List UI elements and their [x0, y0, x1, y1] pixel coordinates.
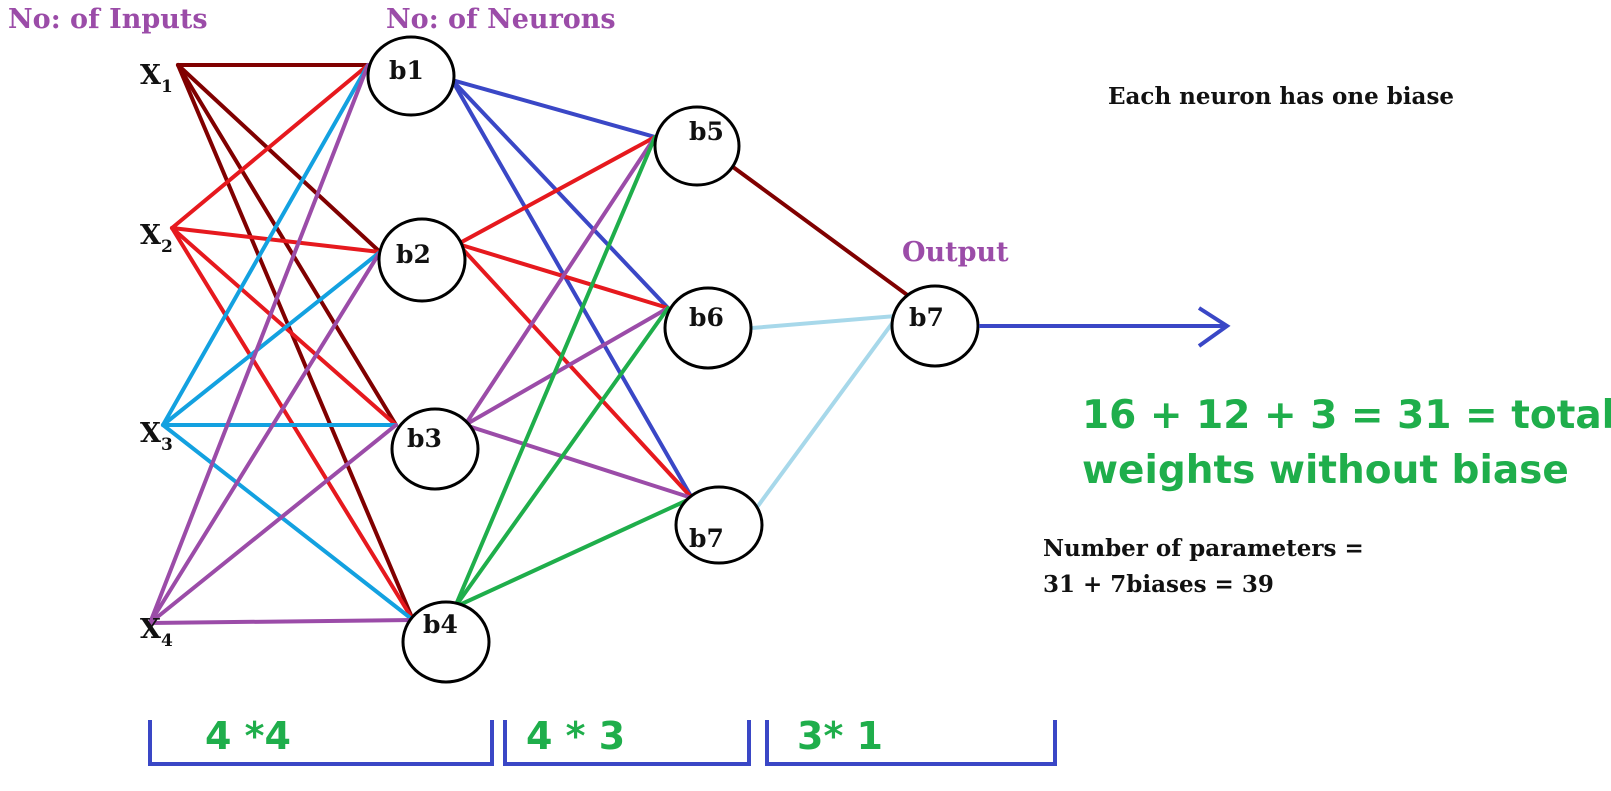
edge-h1n3-h2n1 — [463, 135, 657, 427]
connection-lines — [148, 63, 912, 625]
total-weights-line2: weights without biase — [1082, 448, 1569, 493]
hidden1-node-4: b4 — [401, 600, 491, 684]
edge-h1n2-h2n1 — [456, 135, 657, 246]
input-x4: X4 — [140, 614, 173, 651]
output-heading: Output — [902, 237, 1009, 268]
hidden2-node-1: b5 — [653, 105, 741, 187]
svg-text:X1: X1 — [140, 60, 173, 97]
edge-h2n1-output — [731, 165, 912, 299]
edge-h1n4-h2n3 — [453, 496, 694, 609]
parameters-line2: 31 + 7biases = 39 — [1043, 571, 1274, 598]
edge-x2-h1n1 — [170, 63, 370, 230]
edge-h1n4-h2n1 — [453, 135, 657, 609]
hidden1-node-1: b1 — [366, 35, 456, 117]
node-label: b3 — [407, 424, 442, 453]
edge-x3-h1n4 — [161, 423, 415, 622]
edge-x4-h1n4 — [148, 618, 415, 625]
input-subscript: 4 — [161, 631, 173, 651]
input-x3: X3 — [140, 418, 173, 455]
bracket-hidden2-to-output: 3* 1 — [765, 714, 1057, 766]
bracket-label: 4 * 3 — [526, 714, 625, 758]
input-subscript: 3 — [161, 435, 173, 455]
edge-h1n1-h2n1 — [450, 78, 657, 139]
edge-h1n2-h2n3 — [456, 242, 694, 500]
edge-x3-h1n1 — [161, 63, 370, 427]
bracket-input-to-hidden1: 4 *4 — [148, 714, 494, 766]
input-x1: X1 — [140, 60, 173, 97]
edge-x4-h1n2 — [148, 250, 382, 625]
hidden2-node-3: b7 — [674, 485, 764, 565]
hidden1-node-3: b3 — [390, 407, 480, 491]
edge-x3-h1n2 — [161, 250, 382, 427]
input-label: X — [140, 220, 161, 251]
node-label: b1 — [389, 56, 424, 85]
input-label: X — [140, 60, 161, 91]
input-label: X — [140, 418, 161, 449]
svg-text:X4: X4 — [140, 614, 173, 651]
neurons-heading: No: of Neurons — [386, 4, 616, 35]
inputs-heading: No: of Inputs — [8, 4, 208, 35]
input-subscript: 1 — [161, 77, 173, 97]
parameters-line1: Number of parameters = — [1043, 535, 1364, 562]
svg-text:X2: X2 — [140, 220, 173, 257]
edge-x2-h1n2 — [170, 226, 382, 254]
edge-x4-h1n3 — [148, 423, 398, 625]
edge-h2n2-output — [750, 314, 898, 330]
hidden1-node-2: b2 — [377, 217, 467, 303]
edge-x4-h1n1 — [148, 63, 370, 625]
input-x2: X2 — [140, 220, 173, 257]
output-arrow — [979, 306, 1231, 348]
input-label: X — [140, 614, 161, 645]
bracket-label: 3* 1 — [797, 714, 883, 758]
node-label: b4 — [423, 610, 458, 639]
bias-note: Each neuron has one biase — [1108, 83, 1454, 110]
output-node: b7 — [890, 284, 980, 368]
hidden2-node-2: b6 — [663, 286, 753, 370]
svg-text:X3: X3 — [140, 418, 173, 455]
node-label: b6 — [689, 303, 724, 332]
node-label: b7 — [689, 524, 724, 553]
edge-x1-h1n2 — [176, 63, 382, 254]
edge-h1n3-h2n3 — [463, 423, 694, 500]
edge-h2n3-output — [756, 316, 898, 508]
node-label: b7 — [909, 303, 944, 332]
edge-h1n1-h2n3 — [450, 78, 694, 500]
edge-h1n3-h2n2 — [463, 306, 670, 427]
edge-h1n4-h2n2 — [453, 306, 670, 609]
bracket-hidden1-to-hidden2: 4 * 3 — [503, 714, 751, 766]
bracket-label: 4 *4 — [205, 714, 291, 758]
input-subscript: 2 — [161, 237, 173, 257]
total-weights-line1: 16 + 12 + 3 = 31 = total — [1082, 393, 1611, 438]
node-label: b5 — [689, 117, 724, 146]
edge-h1n1-h2n2 — [450, 78, 670, 310]
edge-x1-h1n3 — [176, 63, 398, 427]
edge-x1-h1n4 — [176, 63, 415, 622]
node-label: b2 — [396, 240, 431, 269]
